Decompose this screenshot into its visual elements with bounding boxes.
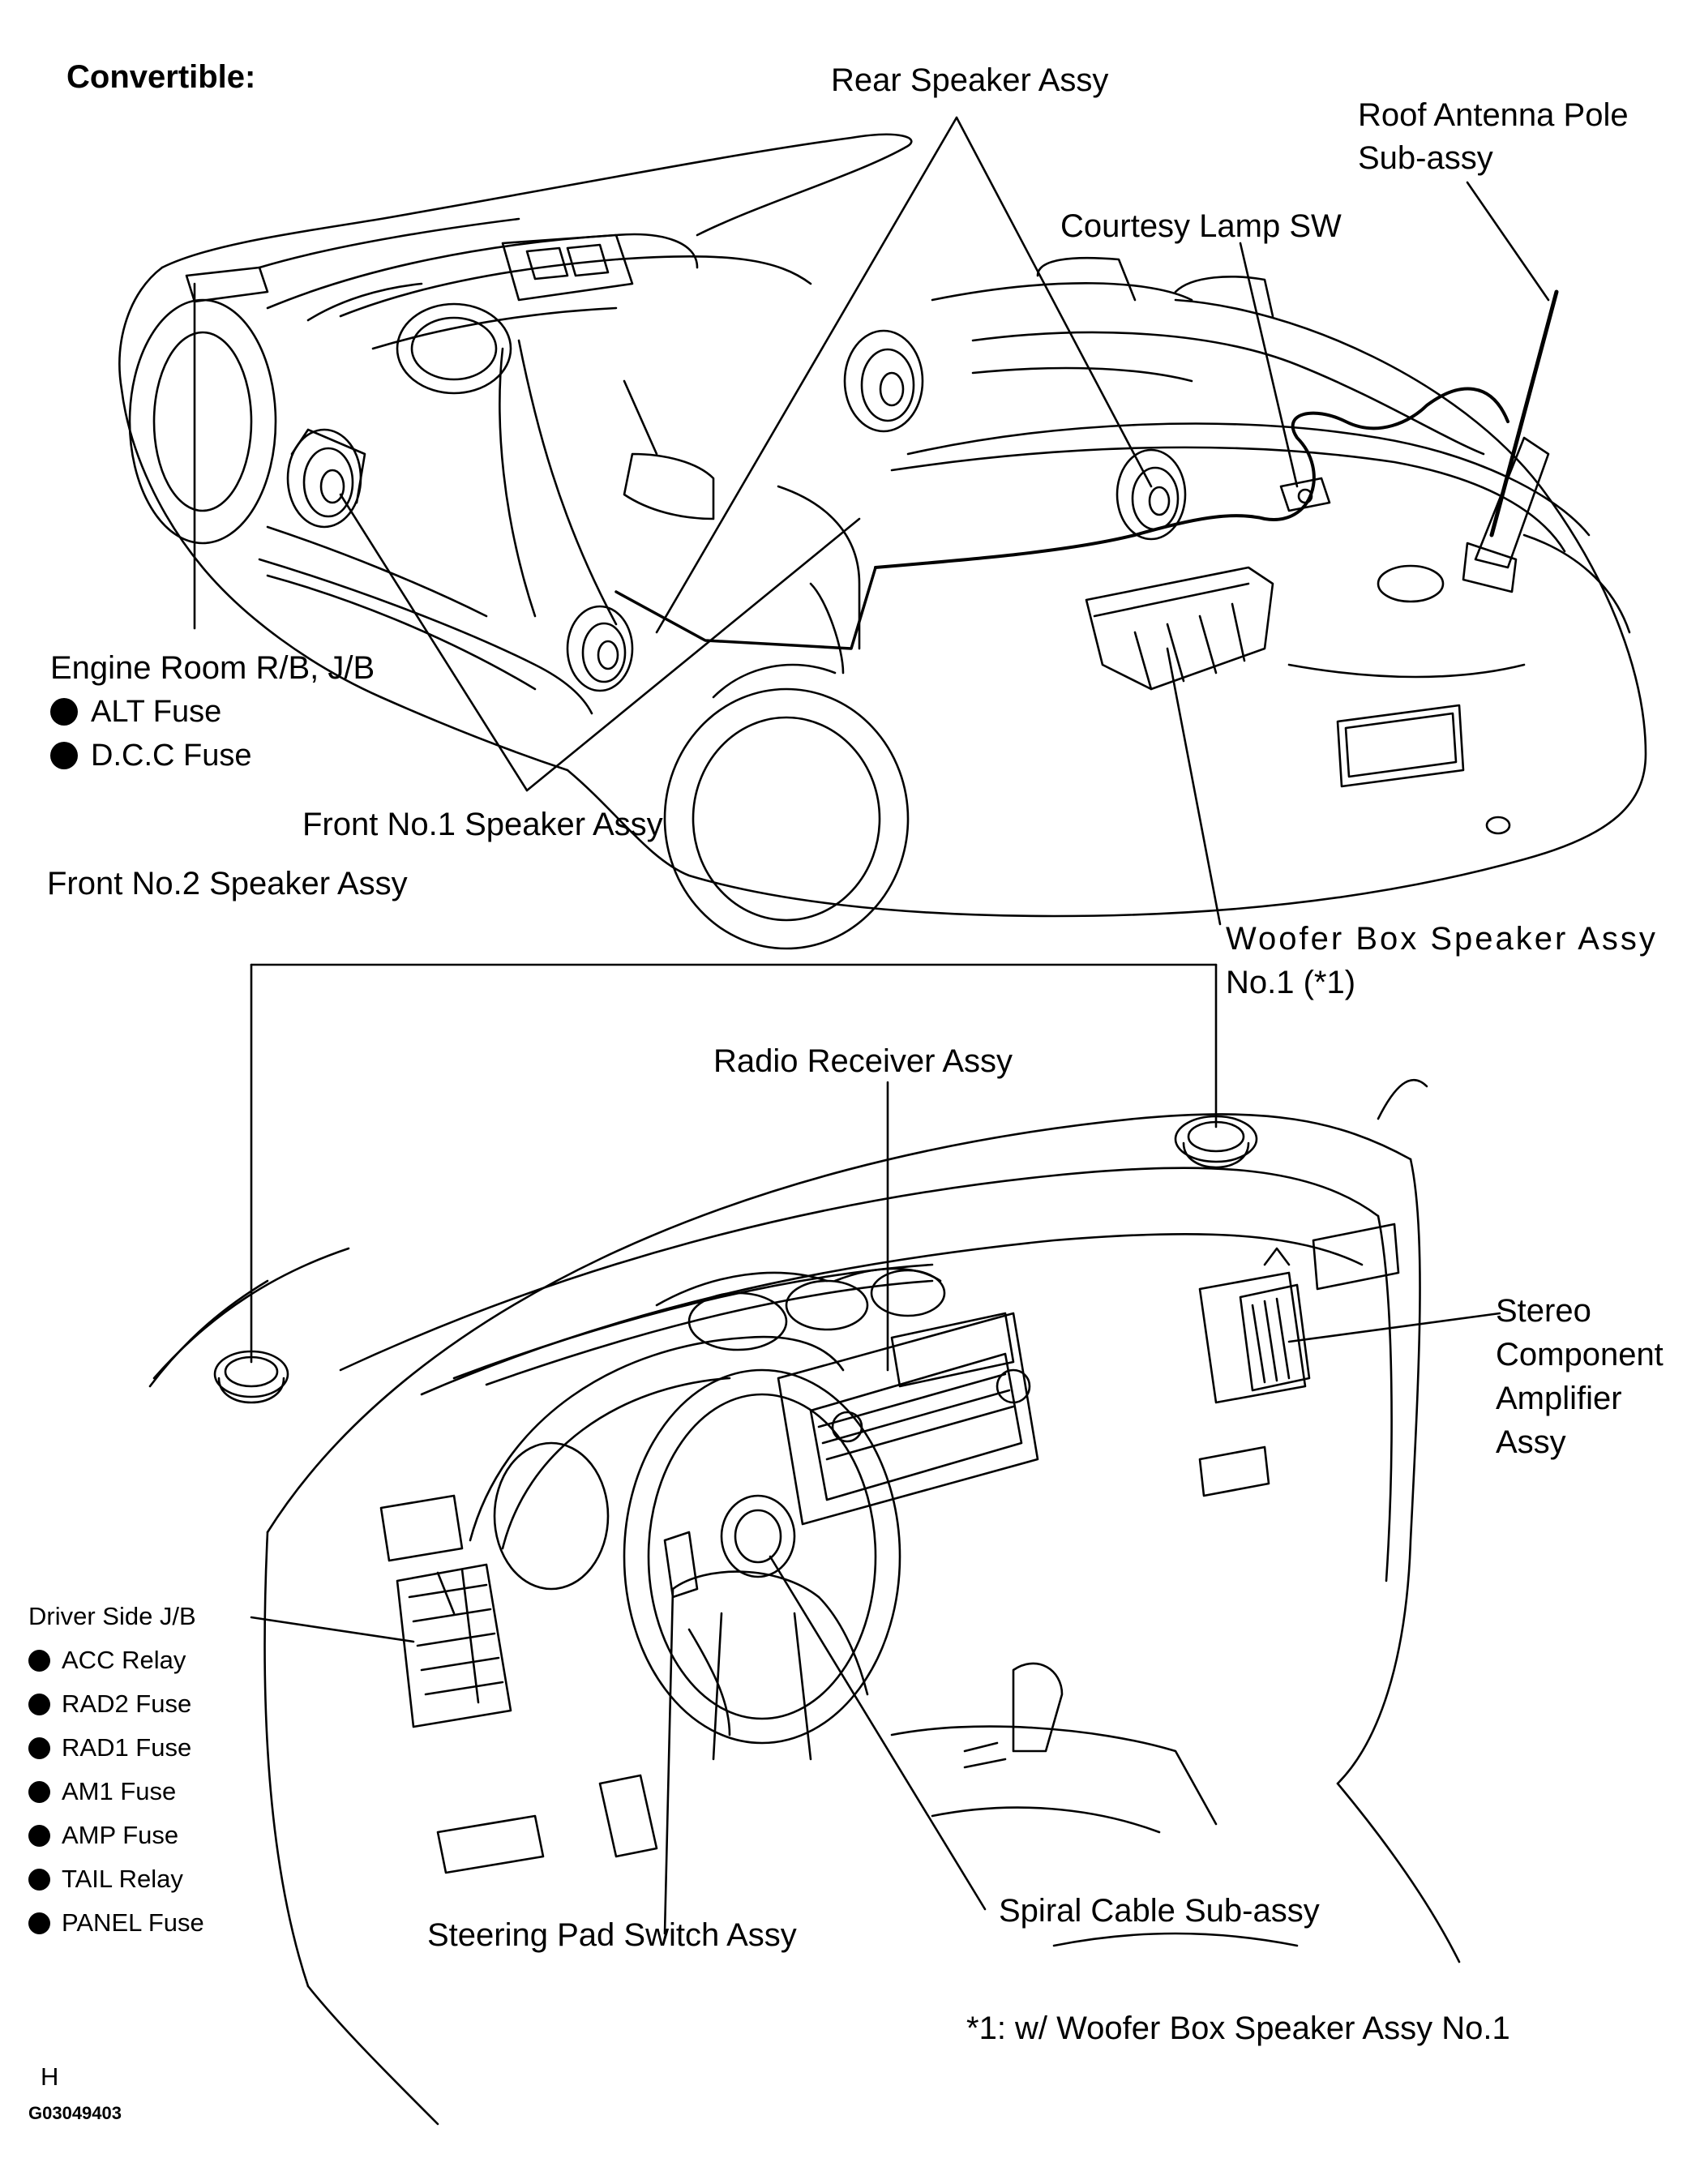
label-roof-antenna-line1: Roof Antenna Pole [1358, 97, 1629, 133]
bullet-icon [50, 698, 78, 726]
label-stereo-line1: Stereo [1496, 1293, 1591, 1329]
label-spiral-cable: Spiral Cable Sub-assy [999, 1893, 1320, 1929]
heading: Convertible: [66, 59, 256, 95]
stereo-component-amplifier [1198, 1247, 1311, 1404]
label-rear-speaker: Rear Speaker Assy [831, 62, 1109, 98]
label-radio-receiver: Radio Receiver Assy [713, 1043, 1013, 1079]
label-front-no1-speaker: Front No.1 Speaker Assy [302, 807, 663, 842]
engine-room-junction-block [185, 266, 269, 303]
roof-antenna-pole [1462, 289, 1559, 593]
driver-jb-item: AMP Fuse [28, 1814, 178, 1857]
engine-room-item: D.C.C Fuse [50, 734, 251, 777]
label-front-no2-speaker: Front No.2 Speaker Assy [47, 866, 408, 901]
label-engine-room: Engine Room R/B, J/B [50, 650, 375, 686]
front-no1-speaker-right [566, 605, 634, 692]
courtesy-lamp-switch [1279, 477, 1331, 512]
woofer-box [1085, 566, 1274, 691]
label-stereo-line3: Amplifier [1496, 1381, 1622, 1416]
bullet-icon [28, 1781, 50, 1803]
driver-jb-item: PANEL Fuse [28, 1901, 204, 1945]
label-driver-side-jb: Driver Side J/B [28, 1602, 196, 1630]
rear-speaker-right [1115, 448, 1187, 541]
dashboard-drawing [148, 1078, 1461, 2126]
driver-jb-item: RAD1 Fuse [28, 1726, 191, 1770]
label-stereo-line2: Component [1496, 1337, 1664, 1372]
bullet-icon [50, 742, 78, 769]
bullet-icon [28, 1869, 50, 1891]
bullet-icon [28, 1912, 50, 1934]
footnote: *1: w/ Woofer Box Speaker Assy No.1 [966, 2011, 1510, 2046]
label-steering-pad-switch: Steering Pad Switch Assy [427, 1917, 797, 1953]
driver-jb-item: ACC Relay [28, 1638, 186, 1682]
driver-jb-item: TAIL Relay [28, 1857, 183, 1901]
driver-side-junction-block [396, 1563, 512, 1728]
label-woofer-line1: Woofer Box Speaker Assy [1226, 921, 1658, 957]
label-stereo-line4: Assy [1496, 1424, 1566, 1460]
leader-lines-top [193, 116, 1550, 926]
driver-jb-item: AM1 Fuse [28, 1770, 176, 1814]
leader-lines-bottom [250, 963, 1501, 1935]
label-woofer-line2: No.1 (*1) [1226, 965, 1356, 1000]
engine-room-item: ALT Fuse [50, 690, 221, 734]
bullet-icon [28, 1825, 50, 1847]
driver-jb-item: RAD2 Fuse [28, 1682, 191, 1726]
corner-mark: H [41, 2062, 59, 2091]
label-courtesy-lamp: Courtesy Lamp SW [1060, 208, 1342, 244]
label-roof-antenna-line2: Sub-assy [1358, 140, 1493, 176]
bullet-icon [28, 1694, 50, 1715]
front-no1-speaker-left [286, 428, 366, 529]
rear-speaker-left [843, 329, 924, 433]
bullet-icon [28, 1737, 50, 1759]
bullet-icon [28, 1650, 50, 1672]
convertible-car-drawing [118, 133, 1647, 950]
figure-code: G03049403 [28, 2103, 122, 2123]
